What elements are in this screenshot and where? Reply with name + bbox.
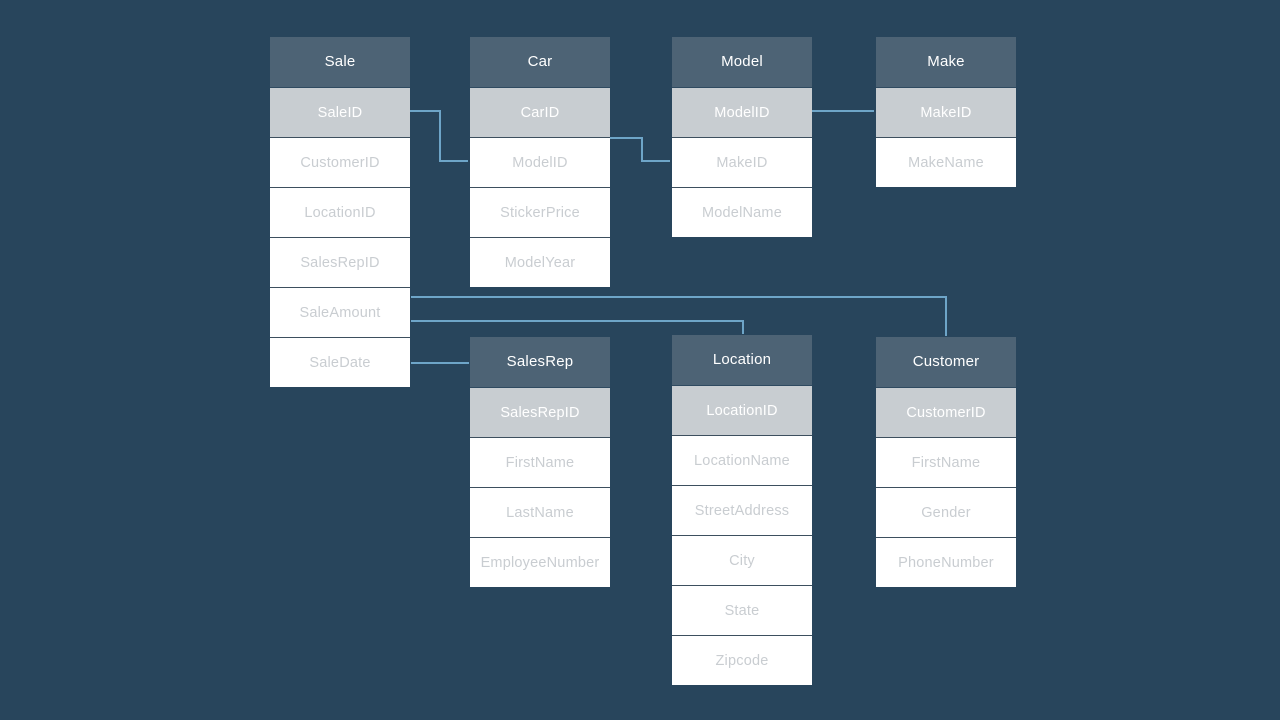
attribute-row-location-zipcode[interactable]: Zipcode [672,635,812,685]
entity-header-model: Model [672,37,812,87]
attribute-row-location-locationname[interactable]: LocationName [672,435,812,485]
attribute-row-salesrep-employeenumber[interactable]: EmployeeNumber [470,537,610,587]
entity-header-salesrep: SalesRep [470,337,610,387]
attribute-row-salesrep-lastname[interactable]: LastName [470,487,610,537]
attribute-row-location-state[interactable]: State [672,585,812,635]
primary-key-row-customerid[interactable]: CustomerID [876,387,1016,437]
attribute-row-sale-customerid[interactable]: CustomerID [270,137,410,187]
primary-key-row-carid[interactable]: CarID [470,87,610,137]
primary-key-row-makeid[interactable]: MakeID [876,87,1016,137]
entity-header-sale: Sale [270,37,410,87]
attribute-row-car-modelid[interactable]: ModelID [470,137,610,187]
entity-header-make: Make [876,37,1016,87]
attribute-row-model-modelname[interactable]: ModelName [672,187,812,237]
attribute-row-sale-salesrepid[interactable]: SalesRepID [270,237,410,287]
entity-header-location: Location [672,335,812,385]
entity-header-car: Car [470,37,610,87]
attribute-row-salesrep-firstname[interactable]: FirstName [470,437,610,487]
attribute-row-customer-gender[interactable]: Gender [876,487,1016,537]
attribute-row-customer-phonenumber[interactable]: PhoneNumber [876,537,1016,587]
entity-header-customer: Customer [876,337,1016,387]
attribute-row-sale-saledate[interactable]: SaleDate [270,337,410,387]
attribute-row-customer-firstname[interactable]: FirstName [876,437,1016,487]
attribute-row-model-makeid[interactable]: MakeID [672,137,812,187]
attribute-row-car-modelyear[interactable]: ModelYear [470,237,610,287]
primary-key-row-saleid[interactable]: SaleID [270,87,410,137]
primary-key-row-locationid[interactable]: LocationID [672,385,812,435]
attribute-row-car-stickerprice[interactable]: StickerPrice [470,187,610,237]
attribute-row-location-city[interactable]: City [672,535,812,585]
attribute-row-sale-saleamount[interactable]: SaleAmount [270,287,410,337]
primary-key-row-modelid[interactable]: ModelID [672,87,812,137]
attribute-row-location-streetaddress[interactable]: StreetAddress [672,485,812,535]
attribute-row-sale-locationid[interactable]: LocationID [270,187,410,237]
attribute-row-make-makename[interactable]: MakeName [876,137,1016,187]
primary-key-row-salesrepid[interactable]: SalesRepID [470,387,610,437]
